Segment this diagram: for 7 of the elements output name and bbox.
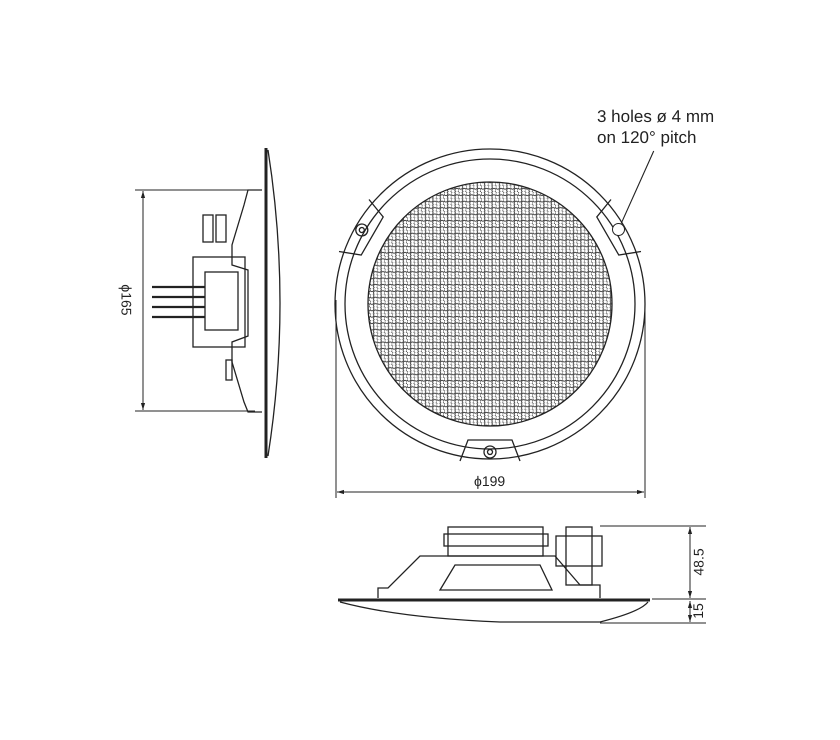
dimension-label: ϕ165 [119,284,134,316]
dimension-label: 15 [690,603,705,619]
dimension-label: 48.5 [691,548,706,576]
leader-line [620,150,654,224]
note-text: 3 holes ø 4 mm on 120° pitch [597,106,732,148]
mounting-hole [612,223,625,236]
dimension-label: ϕ199 [474,474,506,488]
